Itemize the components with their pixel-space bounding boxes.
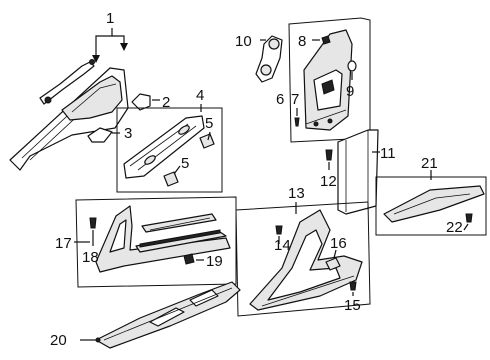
svg-text:3: 3 (124, 125, 132, 142)
a-pillar-trim-part (9, 59, 129, 171)
trim-clip-part-3: 3 (87, 125, 132, 143)
callout-5b: 5 (173, 155, 189, 175)
clip-part-19: 19 (183, 253, 223, 270)
svg-text:16: 16 (330, 235, 347, 252)
svg-text:1: 1 (106, 10, 114, 27)
harness-part-20: 20 (50, 281, 241, 349)
rocker-trim-part-17 (95, 205, 231, 273)
rocker-trim-box (75, 196, 237, 288)
clip-part-22: 22 (446, 213, 473, 236)
svg-text:7: 7 (291, 91, 299, 108)
trim-panel-part-4 (123, 115, 215, 187)
b-pillar-lower-part-11: 11 (337, 129, 396, 215)
svg-text:4: 4 (196, 87, 204, 104)
svg-text:19: 19 (206, 253, 223, 270)
svg-text:12: 12 (320, 173, 337, 190)
clip-part-8: 8 (298, 33, 331, 50)
trim-cap-part-2: 2 (131, 93, 170, 111)
callout-1: 1 (92, 10, 128, 63)
b-pillar-box (288, 17, 371, 143)
clip-part-14: 14 (274, 225, 291, 254)
svg-text:8: 8 (298, 33, 306, 50)
callout-17: 17 (55, 235, 90, 252)
callout-5a: 5 (205, 115, 213, 141)
svg-text:11: 11 (380, 145, 396, 162)
svg-text:17: 17 (55, 235, 72, 252)
panel-box-4 (116, 107, 223, 193)
belt-guide-part-10: 10 (235, 33, 283, 83)
quarter-trim-part-13: 13 (249, 185, 363, 311)
callout-6-7: 6 7 (276, 91, 299, 116)
quarter-trim-box (235, 201, 371, 317)
callout-16: 16 (325, 235, 347, 271)
clip-part-18: 18 (82, 217, 99, 266)
svg-text:10: 10 (235, 33, 252, 50)
svg-text:14: 14 (274, 237, 291, 254)
svg-text:20: 20 (50, 332, 67, 349)
svg-text:13: 13 (288, 185, 305, 202)
svg-text:5: 5 (205, 115, 213, 132)
svg-text:6: 6 (276, 91, 284, 108)
svg-text:15: 15 (344, 297, 361, 314)
svg-text:5: 5 (181, 155, 189, 172)
svg-text:21: 21 (421, 155, 438, 172)
sill-plate-box (375, 176, 487, 236)
callout-4: 4 (196, 87, 204, 112)
b-pillar-upper-part-6 (303, 29, 353, 131)
svg-text:9: 9 (346, 83, 354, 100)
clip-part-15: 15 (344, 281, 361, 314)
clip-part-7 (294, 117, 300, 127)
svg-text:2: 2 (162, 94, 170, 111)
svg-text:22: 22 (446, 219, 463, 236)
svg-text:18: 18 (82, 249, 99, 266)
clip-part-9: 9 (346, 60, 357, 100)
sill-plate-part-21: 21 (383, 155, 485, 223)
clip-part-12: 12 (320, 149, 337, 190)
